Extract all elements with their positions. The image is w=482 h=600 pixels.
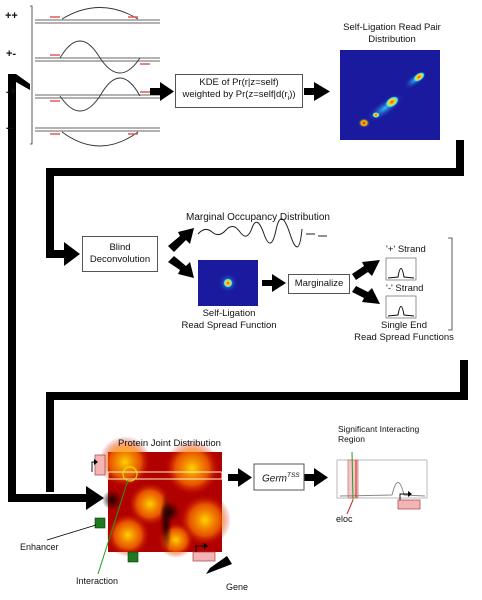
germ-box-frame	[253, 463, 305, 491]
blind-line1: Blind	[109, 242, 131, 253]
marginal-title: Marginal Occupancy Distribution	[186, 212, 330, 223]
marginalize-box: Marginalize	[288, 274, 350, 294]
plus-strand-plot	[385, 257, 417, 281]
strand-bracket	[448, 237, 453, 331]
heatmap-title-line2: Distribution	[368, 34, 416, 45]
blind-line2: Deconvolution	[89, 254, 151, 265]
enhancer-pointer	[46, 524, 97, 541]
plus-strand-label: '+' Strand	[386, 244, 426, 255]
eloc-label: eloc	[336, 514, 353, 524]
read-pair-heatmap	[340, 50, 440, 140]
spread-line1: Self-Ligation	[202, 308, 256, 319]
joint-distribution-heatmap	[99, 436, 231, 558]
interaction-label: Interaction	[76, 576, 119, 586]
germ-label-wrap: GermTSS	[262, 470, 300, 484]
marginal-occupancy-curve	[197, 218, 327, 248]
orientation-label-pp: ++	[5, 10, 18, 22]
germ-label: Germ	[262, 473, 287, 485]
blind-deconvolution-box: Blind Deconvolution	[82, 236, 158, 272]
kde-box: KDE of Pr(r|z=self) weighted by Pr(z=sel…	[175, 74, 303, 108]
spread-line2: Read Spread Function	[181, 320, 277, 331]
enhancer-label: Enhancer	[20, 542, 59, 552]
minus-strand-label: '-' Strand	[386, 283, 424, 294]
axis-markers	[91, 454, 216, 563]
marginalize-label: Marginalize	[294, 278, 344, 289]
flow-arrows	[8, 74, 468, 574]
sig-line2: Region	[338, 434, 365, 444]
kde-sub: i	[287, 94, 290, 102]
kde-tail: ))	[289, 89, 296, 101]
kde-line1: KDE of Pr(r|z=self)	[199, 77, 279, 89]
gene-label: Gene	[226, 582, 249, 592]
kde-line2: weighted by Pr(z=self|d(r	[182, 89, 288, 101]
significance-plot	[336, 451, 428, 515]
heatmap-title-line1: Self-Ligation Read Pair	[343, 22, 441, 33]
orientation-label-pm: +-	[6, 48, 17, 60]
interaction-pointer	[97, 479, 129, 575]
single-line2: Read Spread Functions	[354, 332, 454, 343]
sig-line1: Significant Interacting	[338, 424, 420, 434]
orientation-schematics	[30, 5, 160, 147]
orientation-label-mm: --	[6, 122, 14, 134]
read-spread-heatmap	[198, 260, 258, 306]
joint-title: Protein Joint Distribution	[118, 438, 221, 449]
orientation-label-mp: -+	[6, 86, 17, 98]
germ-sup: TSS	[287, 472, 300, 479]
minus-strand-plot	[385, 295, 417, 319]
single-line1: Single End	[381, 320, 427, 331]
kde-line2-wrap: weighted by Pr(z=self|d(ri))	[182, 89, 295, 105]
